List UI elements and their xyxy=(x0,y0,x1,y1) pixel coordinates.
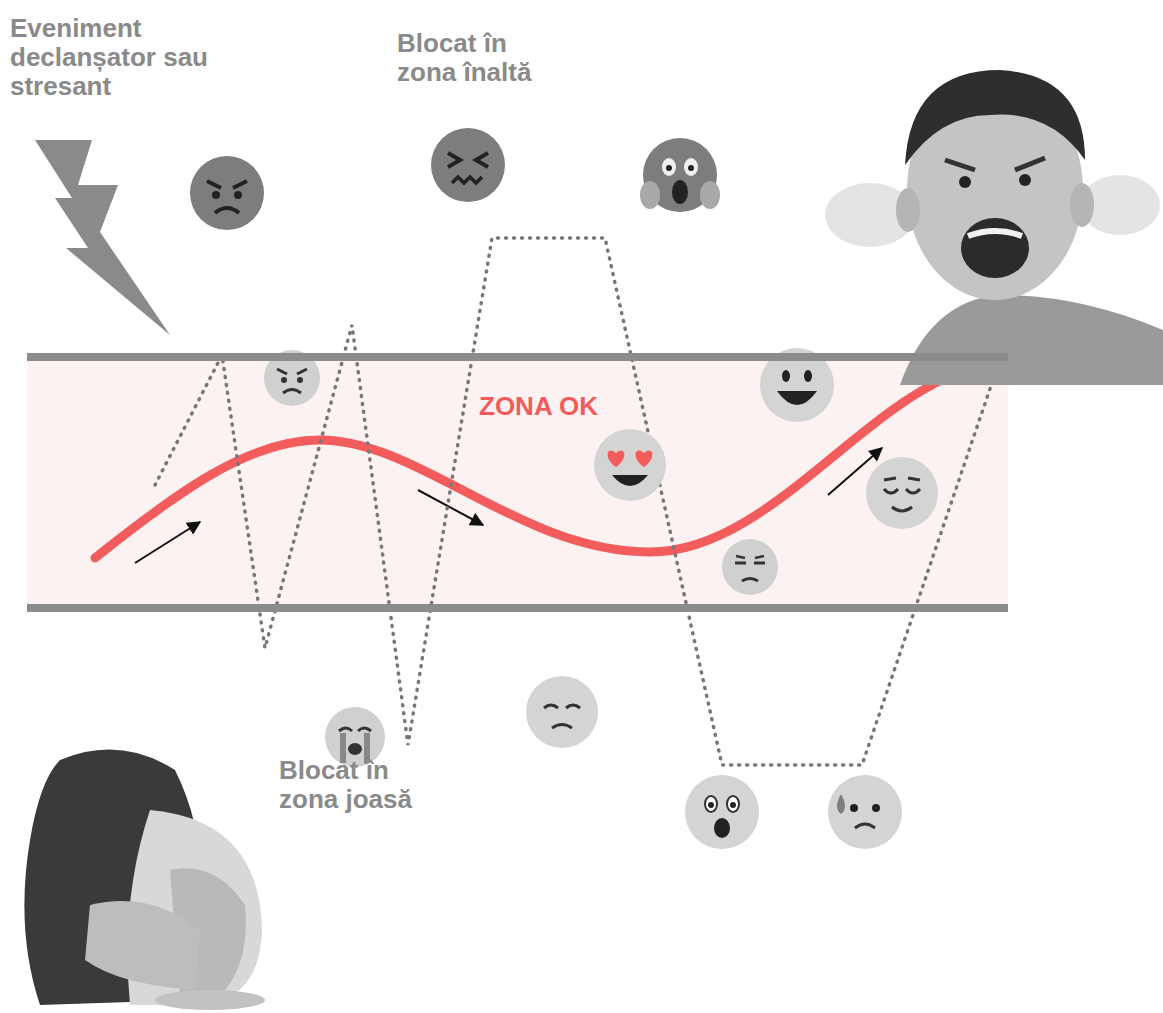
angry-face xyxy=(190,156,264,230)
screaming-face xyxy=(640,138,720,212)
sad-face xyxy=(526,676,598,748)
confounded-face xyxy=(431,128,505,202)
relieved-face xyxy=(866,457,938,529)
heart-eyes-face xyxy=(594,429,666,501)
direction-arrow xyxy=(418,490,483,525)
zone-label: Blocat în zona înaltă xyxy=(397,29,572,87)
unamused-face xyxy=(722,539,778,595)
lightning-bolt xyxy=(35,140,170,335)
zone-label: Blocat în zona joasă xyxy=(279,756,454,814)
sweat-face xyxy=(828,775,902,849)
sad-girl-photo xyxy=(24,750,265,1010)
zone-title: ZONA OK xyxy=(475,391,602,422)
zone-fill xyxy=(27,353,1008,612)
dotted-path xyxy=(155,238,1010,765)
astonished-face xyxy=(685,775,759,849)
angry-boy-photo xyxy=(825,70,1163,385)
direction-arrow xyxy=(135,522,200,563)
trigger-label: Eveniment declanșator sau stresant xyxy=(10,14,242,101)
zone-band: ZONA OK xyxy=(27,353,1008,612)
